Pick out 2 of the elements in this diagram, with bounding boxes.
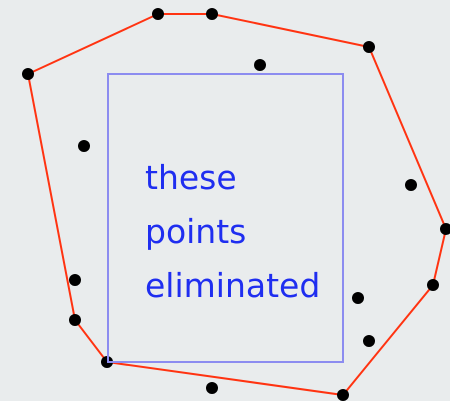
rectangle-box [107, 73, 344, 363]
box-text: these points eliminated [145, 157, 322, 307]
